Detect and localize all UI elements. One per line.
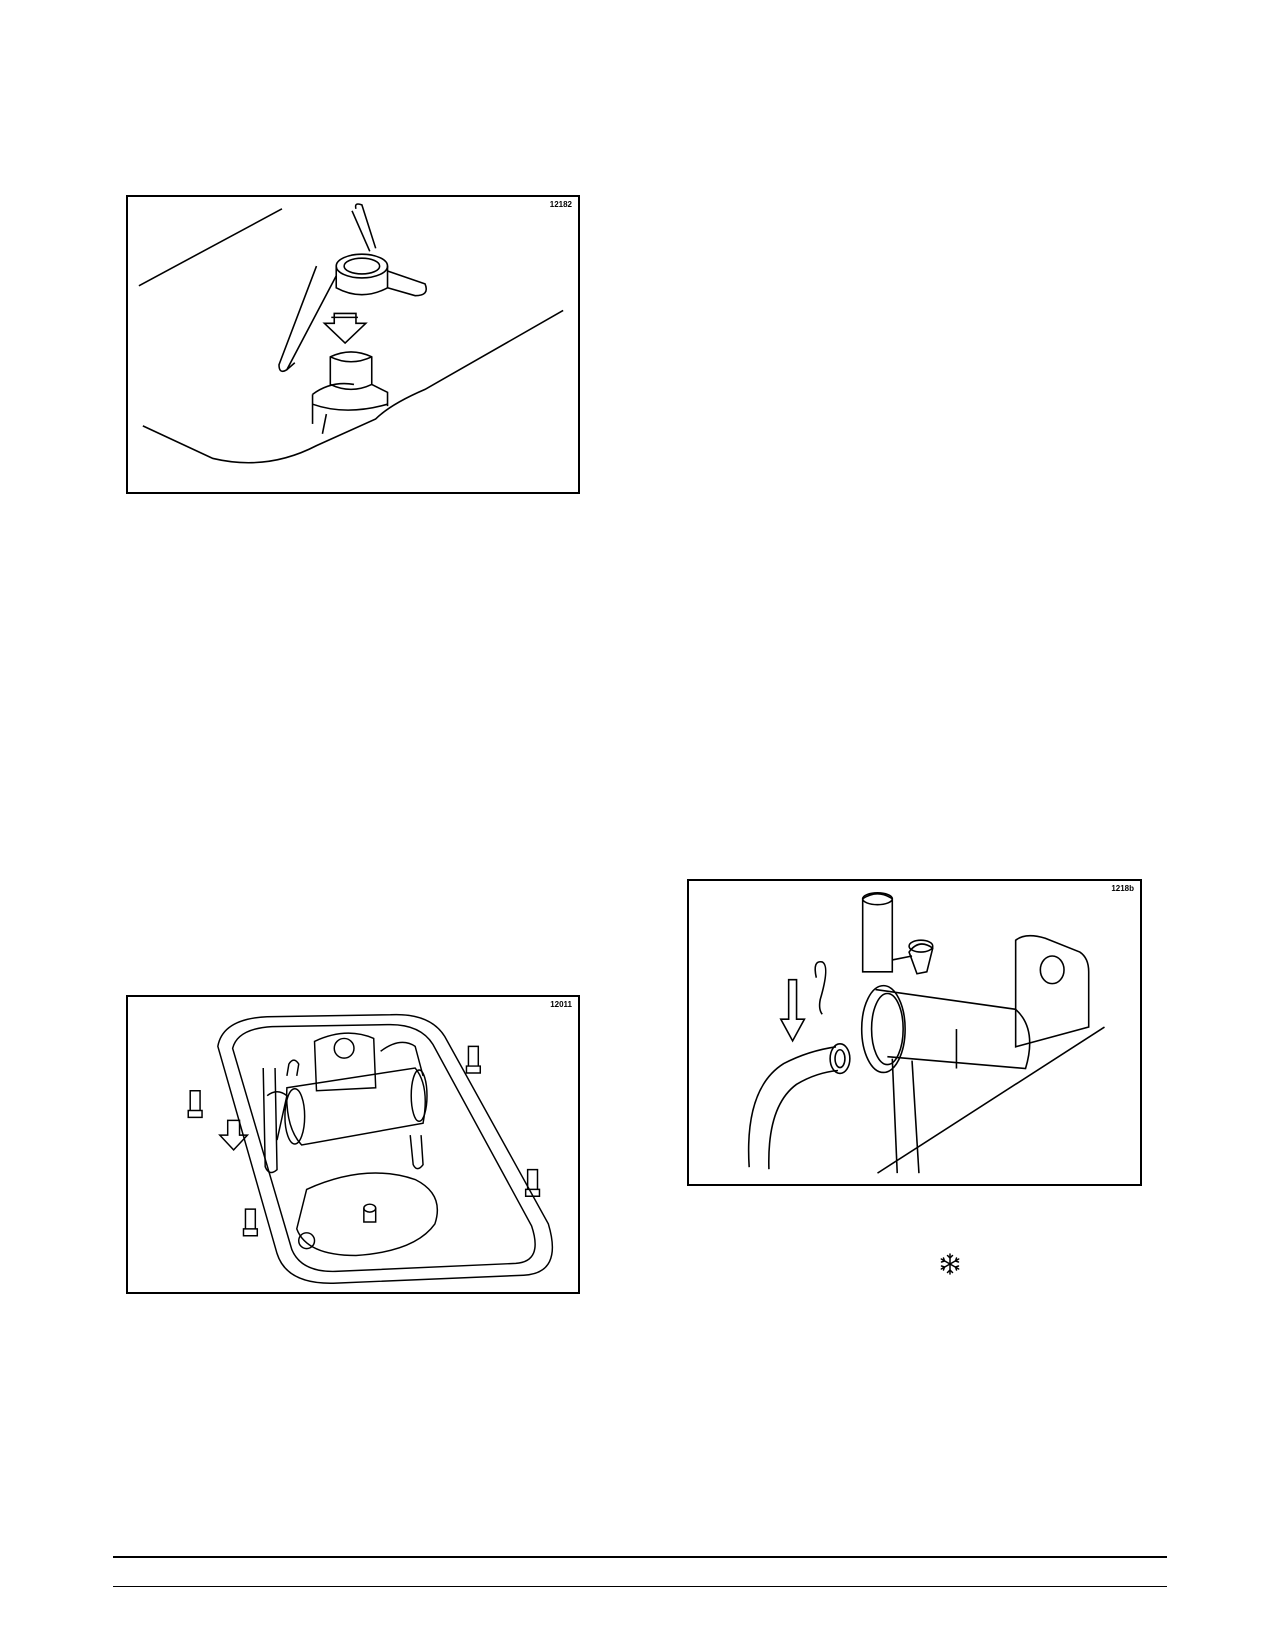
figure-agitator-installation: 12182 (126, 195, 580, 494)
agitator-illustration (138, 203, 564, 464)
figure-id-label: 12011 (550, 1000, 572, 1009)
footer-rule-top (113, 1556, 1167, 1558)
figure-drip-pan-assembly: 12011 (126, 995, 580, 1294)
figure-pump-pin-installation: 1218b (687, 879, 1142, 1186)
footer-rule-bottom (113, 1586, 1167, 1587)
figure-id-label: 1218b (1111, 884, 1134, 893)
snowflake-icon (940, 1253, 960, 1275)
drip-pan-illustration (187, 1013, 553, 1284)
pump-pin-illustration (747, 892, 1105, 1174)
figure-id-label: 12182 (549, 200, 572, 209)
